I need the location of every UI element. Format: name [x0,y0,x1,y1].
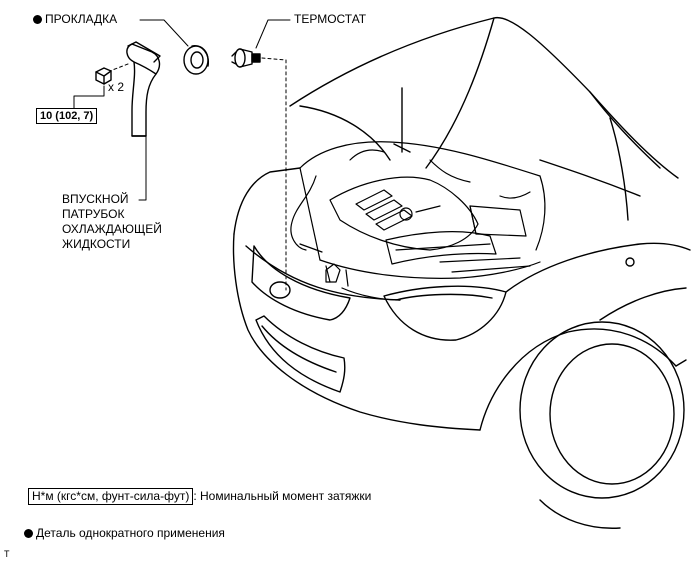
torque-value-box: 10 (102, 7) [36,108,98,124]
quantity-label: x 2 [108,80,125,94]
coolant-inlet-line-2: ПАТРУБОК [62,207,125,221]
torque-unit-box: Н*м (кгс*см, фунт-сила-фут) [28,488,194,505]
thermostat-icon [231,48,261,68]
gasket-label: ПРОКЛАДКА [33,12,117,27]
torque-legend-text: : Номинальный момент затяжки [193,489,372,503]
nut-icon [95,67,112,85]
coolant-inlet-label: ВПУСКНОЙ ПАТРУБОК ОХЛАЖДАЮЩЕЙ ЖИДКОСТИ [62,192,162,252]
nonreusable-dot-icon [33,15,42,24]
nonreusable-legend-dot-icon [24,529,33,538]
thermostat-label: ТЕРМОСТАТ [294,12,367,26]
engine-bay [290,141,546,301]
gasket-icon [183,45,209,75]
car-body [232,16,691,529]
gasket-label-text: ПРОКЛАДКА [45,12,118,26]
coolant-inlet-line-4: ЖИДКОСТИ [62,237,131,251]
coolant-inlet-line-1: ВПУСКНОЙ [62,192,129,206]
torque-legend: Н*м (кгс*см, фунт-сила-фут): Номинальный… [28,488,371,505]
footer-code: T [4,549,10,559]
nonreusable-legend: Деталь однократного применения [24,526,225,541]
nonreusable-legend-text: Деталь однократного применения [36,526,225,540]
coolant-inlet-line-3: ОХЛАЖДАЮЩЕЙ [62,222,162,236]
coolant-inlet-hose [126,41,161,137]
